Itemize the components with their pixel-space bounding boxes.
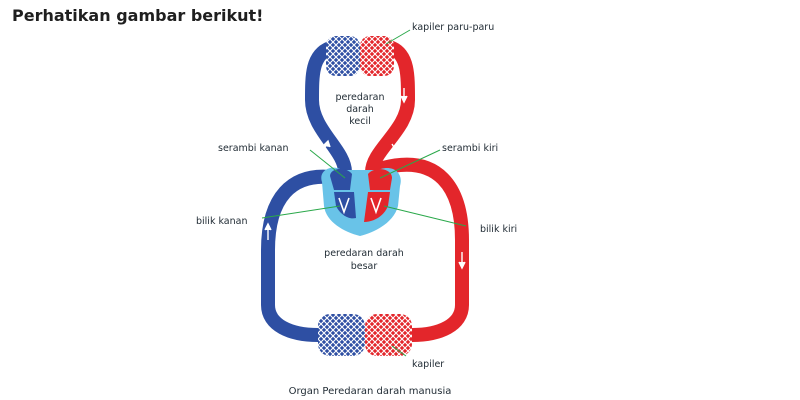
- label-right-ventricle: bilik kanan: [196, 216, 248, 227]
- label-pulmonary-3: kecil: [349, 116, 371, 127]
- right-atrium-shape: [330, 168, 352, 190]
- label-lung-capillaries: kapiler paru-paru: [412, 22, 494, 33]
- lung-capillaries: [326, 36, 394, 76]
- left-atrium-shape: [368, 169, 392, 190]
- label-pulmonary-1: peredaran: [335, 92, 384, 103]
- body-capillaries: [318, 314, 412, 356]
- page-title: Perhatikan gambar berikut!: [12, 6, 264, 25]
- arrow-up-icon: [319, 84, 327, 100]
- systemic-vein-blue: [261, 169, 345, 342]
- arrow-down-icon: [458, 252, 466, 270]
- arrow-up-icon: [264, 222, 272, 240]
- label-capillaries: kapiler: [412, 359, 444, 370]
- arrow-down-icon: [391, 143, 400, 157]
- label-left-atrium: serambi kiri: [442, 143, 498, 154]
- label-systemic-1: peredaran darah: [324, 248, 404, 259]
- diagram-caption: Organ Peredaran darah manusia: [289, 386, 452, 397]
- label-systemic-2: besar: [351, 261, 378, 272]
- systemic-artery-red: [369, 157, 469, 342]
- heart: [321, 167, 401, 236]
- flow-arrows: [264, 84, 466, 270]
- leader-lines: [261, 29, 467, 357]
- arrow-up-icon: [321, 139, 331, 153]
- label-pulmonary-2: darah: [346, 104, 374, 115]
- label-right-atrium: serambi kanan: [218, 143, 289, 154]
- pulmonary-artery-blue: [304, 41, 352, 179]
- arrow-down-icon: [400, 88, 408, 104]
- pulmonary-vein-red: [365, 41, 416, 179]
- label-left-ventricle: bilik kiri: [480, 224, 517, 235]
